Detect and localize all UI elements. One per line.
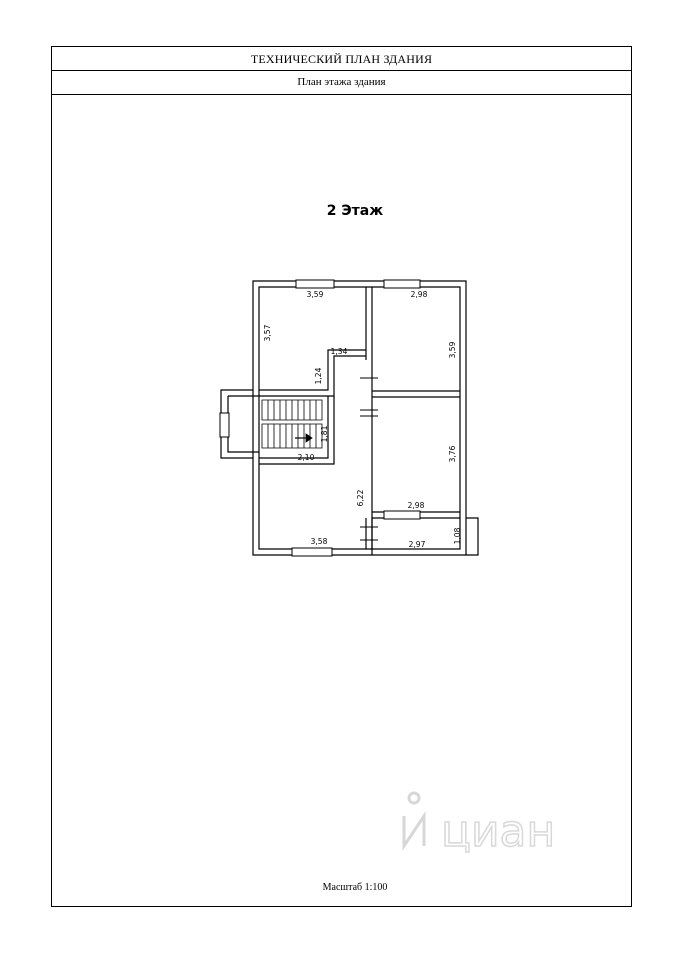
windows (219, 279, 421, 557)
dim-room-mid-right-width: 2,98 (408, 501, 425, 510)
dim-balcony-height: 1,08 (453, 527, 462, 544)
dim-room-top-right-width: 2,98 (411, 290, 428, 299)
interior-walls (259, 287, 479, 556)
sheet-subtitle: План этажа здания (52, 71, 631, 95)
floor-label: 2 Этаж (326, 203, 384, 219)
dim-stair-height: 1,81 (320, 425, 329, 442)
dim-hall-height: 6,22 (356, 489, 365, 506)
stair-treads (261, 399, 323, 449)
dim-room-mid-right-height: 3,76 (448, 445, 457, 462)
dim-room-top-left-height: 3,57 (263, 324, 272, 341)
dim-stair-width: 2,10 (298, 453, 315, 462)
outer-walls (220, 280, 467, 556)
scale-label: Масштаб 1:100 (322, 882, 388, 893)
drawing-sheet-frame: ТЕХНИЧЕСКИЙ ПЛАН ЗДАНИЯ План этажа здани… (51, 46, 632, 907)
dim-corridor-step-height: 1,24 (314, 367, 323, 384)
dim-hall-bottom-width: 3,58 (311, 537, 328, 546)
watermark-text: циан (441, 806, 555, 857)
dim-room-top-left-width: 3,59 (307, 290, 324, 299)
dim-room-top-right-height: 3,59 (448, 341, 457, 358)
dim-balcony-width: 2,97 (409, 540, 426, 549)
door-marks (360, 377, 378, 541)
sheet-title: ТЕХНИЧЕСКИЙ ПЛАН ЗДАНИЯ (52, 47, 631, 71)
dim-corridor-step-width: 1,34 (331, 347, 348, 356)
cian-logo-icon: циан (402, 791, 556, 858)
